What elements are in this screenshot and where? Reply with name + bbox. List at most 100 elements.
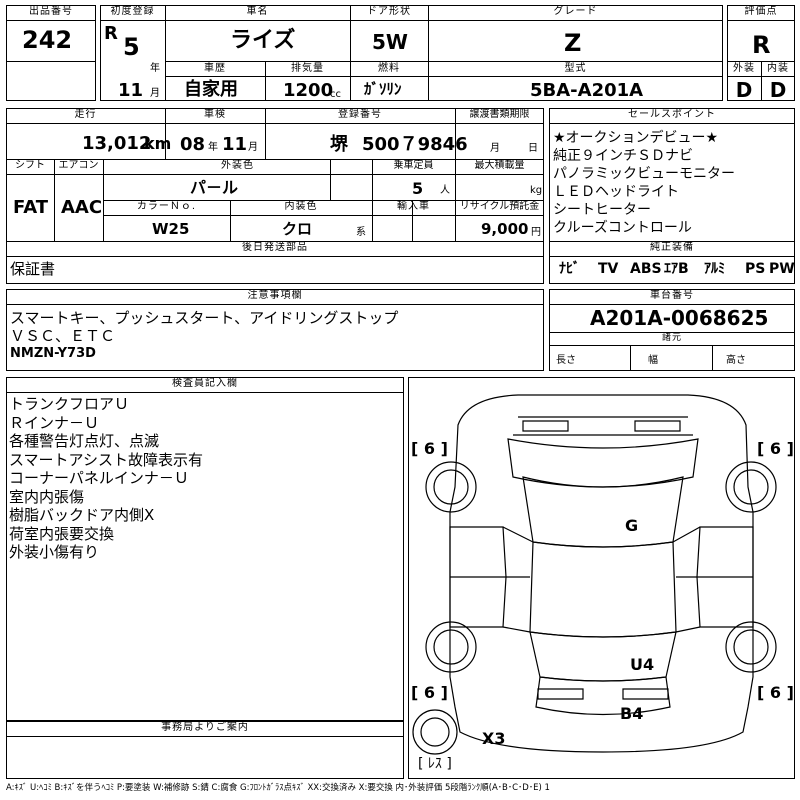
inspector-line: 室内内張傷 xyxy=(9,487,85,506)
chassis-label: 車台番号 xyxy=(650,290,694,301)
sales-point: 純正９インチＳＤナビ xyxy=(553,148,693,164)
shift-label: シフト xyxy=(15,160,45,171)
first-reg-label: 初度登録 xyxy=(110,6,155,17)
sales-point: ★オークションデビュー★ xyxy=(553,130,719,146)
width-label: 幅 xyxy=(648,355,658,366)
pillars xyxy=(502,526,701,633)
wheel-rear-left xyxy=(425,621,477,673)
int-label: 内装 xyxy=(767,63,789,74)
equip-pw: PW xyxy=(769,261,795,277)
import-label: 輸入車 xyxy=(397,201,430,212)
wheel-front-right xyxy=(725,461,777,513)
plate-number: 500７9846 xyxy=(362,134,468,155)
wheel-rear-right xyxy=(725,621,777,673)
note-line: ＶＳＣ、ＥＴＣ xyxy=(10,327,116,345)
equip-navi: ﾅﾋﾞ xyxy=(559,261,580,277)
fuel-label: 燃料 xyxy=(378,63,400,74)
inspector-notes: トランクフロアＵ Ｒインナ－Ｕ 各種警告灯点灯、点滅 スマートアシスト故障表示有… xyxy=(9,395,203,562)
car-name: ライズ xyxy=(230,28,296,53)
month-unit: 月 xyxy=(150,88,160,99)
car-name-label: 車名 xyxy=(246,6,269,17)
plate-area: 堺 xyxy=(330,134,348,155)
door-type: 5W xyxy=(372,30,408,54)
sales-point: クルーズコントロール xyxy=(553,220,692,236)
car-diagram xyxy=(412,394,777,755)
year-unit: 年 xyxy=(150,63,160,74)
sales-point: シートヒーター xyxy=(553,202,651,218)
inspector-line: 各種警告灯点灯、点滅 xyxy=(9,432,160,450)
model: 5BA-A201A xyxy=(530,80,644,101)
lot-number: 242 xyxy=(22,26,73,54)
color-no: W25 xyxy=(152,220,190,238)
yen-unit: 円 xyxy=(531,227,541,238)
inspection-month: 11 xyxy=(222,134,248,155)
lot-box xyxy=(6,5,96,101)
mark-u4: U4 xyxy=(630,655,655,674)
inspector-line: スマートアシスト故障表示有 xyxy=(9,450,203,469)
door-label: ドア形状 xyxy=(367,6,411,17)
roof xyxy=(529,541,677,638)
exterior-color-label: 外装色 xyxy=(221,160,254,171)
body-outline xyxy=(449,394,754,753)
inspector-line: 荷室内張要交換 xyxy=(9,524,115,543)
sales-label: セールスポイント xyxy=(628,109,716,120)
office-box xyxy=(6,721,404,779)
load-unit: kg xyxy=(530,185,543,196)
tire-fr: [ 6 ] xyxy=(757,439,794,458)
history-label: 車歴 xyxy=(204,63,226,74)
score: R xyxy=(752,31,771,59)
recycle-fee: 9,000 xyxy=(481,220,529,238)
transfer-day-unit: 日 xyxy=(528,143,538,154)
mark-g: G xyxy=(625,516,639,535)
transfer-month-unit: 月 xyxy=(490,143,500,154)
wheel-front-left xyxy=(425,461,477,513)
reg-month: 11 xyxy=(118,80,144,101)
displacement-label: 排気量 xyxy=(291,63,324,74)
shift: FAT xyxy=(13,197,49,218)
score-label: 評価点 xyxy=(744,6,778,17)
interior-color-label: 内装色 xyxy=(284,201,318,212)
notes-lines: スマートキー、プッシュスタート、アイドリングストップ ＶＳＣ、ＥＴＣ NMZN-… xyxy=(10,309,398,363)
int-score: D xyxy=(769,78,787,102)
left-doors xyxy=(449,526,507,628)
equipment-label: 純正装備 xyxy=(650,242,694,253)
equip-alloy: ｱﾙﾐ xyxy=(704,261,725,277)
equip-tv: TV xyxy=(598,261,619,277)
inspection-month-unit: 月 xyxy=(248,142,258,153)
mark-b4: B4 xyxy=(620,704,644,723)
ac-label: エアコン xyxy=(58,160,99,171)
spec-label: 諸元 xyxy=(661,333,682,343)
recycle-label: リサイクル預託金 xyxy=(459,201,540,212)
inspector-label: 検査員記入欄 xyxy=(172,378,238,389)
sales-point: ＬＥＤヘッドライト xyxy=(553,184,679,200)
capacity-unit: 人 xyxy=(440,185,450,196)
lot-label: 出品番号 xyxy=(29,6,73,17)
inspection-label: 車検 xyxy=(204,109,226,120)
note-line: スマートキー、プッシュスタート、アイドリングストップ xyxy=(10,309,399,327)
length-label: 長さ xyxy=(556,355,576,366)
ac: AAC xyxy=(61,197,103,218)
km-unit: km xyxy=(144,134,172,153)
height-label: 高さ xyxy=(726,355,746,366)
spare-tire xyxy=(412,709,458,755)
capacity-label: 乗車定員 xyxy=(393,160,434,171)
color-no-label: カラーＮｏ. xyxy=(136,201,197,212)
load-label: 最大積載量 xyxy=(474,160,525,171)
inspector-line: トランクフロアＵ xyxy=(9,395,130,413)
tailgate xyxy=(535,676,671,716)
windshield xyxy=(522,476,684,548)
era: R xyxy=(104,23,118,44)
fuel: ｶﾞｿﾘﾝ xyxy=(364,80,402,98)
cc-unit: cc xyxy=(330,89,341,100)
diagram-box xyxy=(408,377,795,779)
spare-label: [ ﾚｽ ] xyxy=(418,756,452,772)
history: 自家用 xyxy=(184,79,238,100)
displacement: 1200 xyxy=(283,80,334,101)
headlights xyxy=(522,420,681,432)
interior-color: クロ xyxy=(282,220,313,238)
later-parts: 保証書 xyxy=(10,260,56,278)
exterior-color: パ－ル xyxy=(190,178,239,197)
transfer-label: 譲渡書類期限 xyxy=(469,109,530,120)
mileage: 13,012 xyxy=(82,133,152,154)
inspector-box xyxy=(6,377,404,721)
